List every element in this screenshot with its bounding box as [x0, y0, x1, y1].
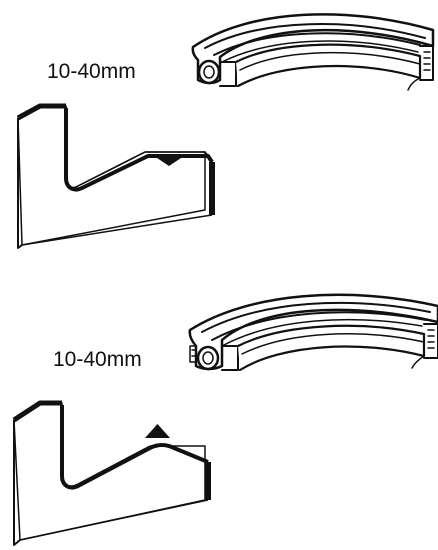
flange-bracket-icon — [16, 103, 215, 249]
range-label-bottom: 10-40mm — [53, 348, 142, 371]
curved-edge-trim-profile-icon — [188, 293, 438, 372]
down-arrow-marker-icon — [154, 156, 184, 166]
up-arrow-marker-icon — [145, 424, 170, 438]
curved-edge-trim-profile-icon — [191, 13, 435, 91]
flange-bracket-icon — [12, 400, 211, 546]
range-label-top: 10-40mm — [47, 60, 136, 83]
